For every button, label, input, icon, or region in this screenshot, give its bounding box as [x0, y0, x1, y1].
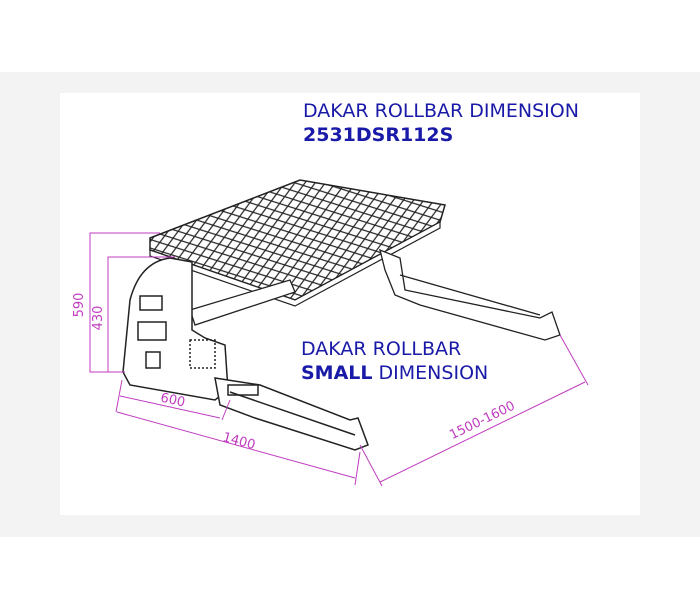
dimension-600: 600	[159, 391, 186, 411]
title-line-1: DAKAR ROLLBAR DIMENSION	[303, 100, 579, 122]
near-rail	[214, 377, 369, 451]
dimension-1400: 1400	[221, 430, 257, 453]
dimension-1500-1600: 1500-1600	[447, 399, 517, 444]
dimension-590: 590	[72, 293, 87, 318]
title-part-number: 2531DSR112S	[303, 124, 454, 146]
subtitle-line-1: DAKAR ROLLBAR	[301, 338, 462, 360]
subtitle-small: SMALL	[301, 362, 373, 384]
subtitle-dimension: DIMENSION	[372, 362, 489, 384]
cross-bar	[189, 279, 296, 326]
dimension-lines	[89, 232, 589, 487]
subtitle-line-2: SMALL DIMENSION	[301, 362, 488, 384]
dimension-430: 430	[91, 306, 106, 331]
roof-tray	[149, 179, 446, 307]
far-rail	[379, 248, 561, 341]
near-arch	[122, 257, 229, 401]
